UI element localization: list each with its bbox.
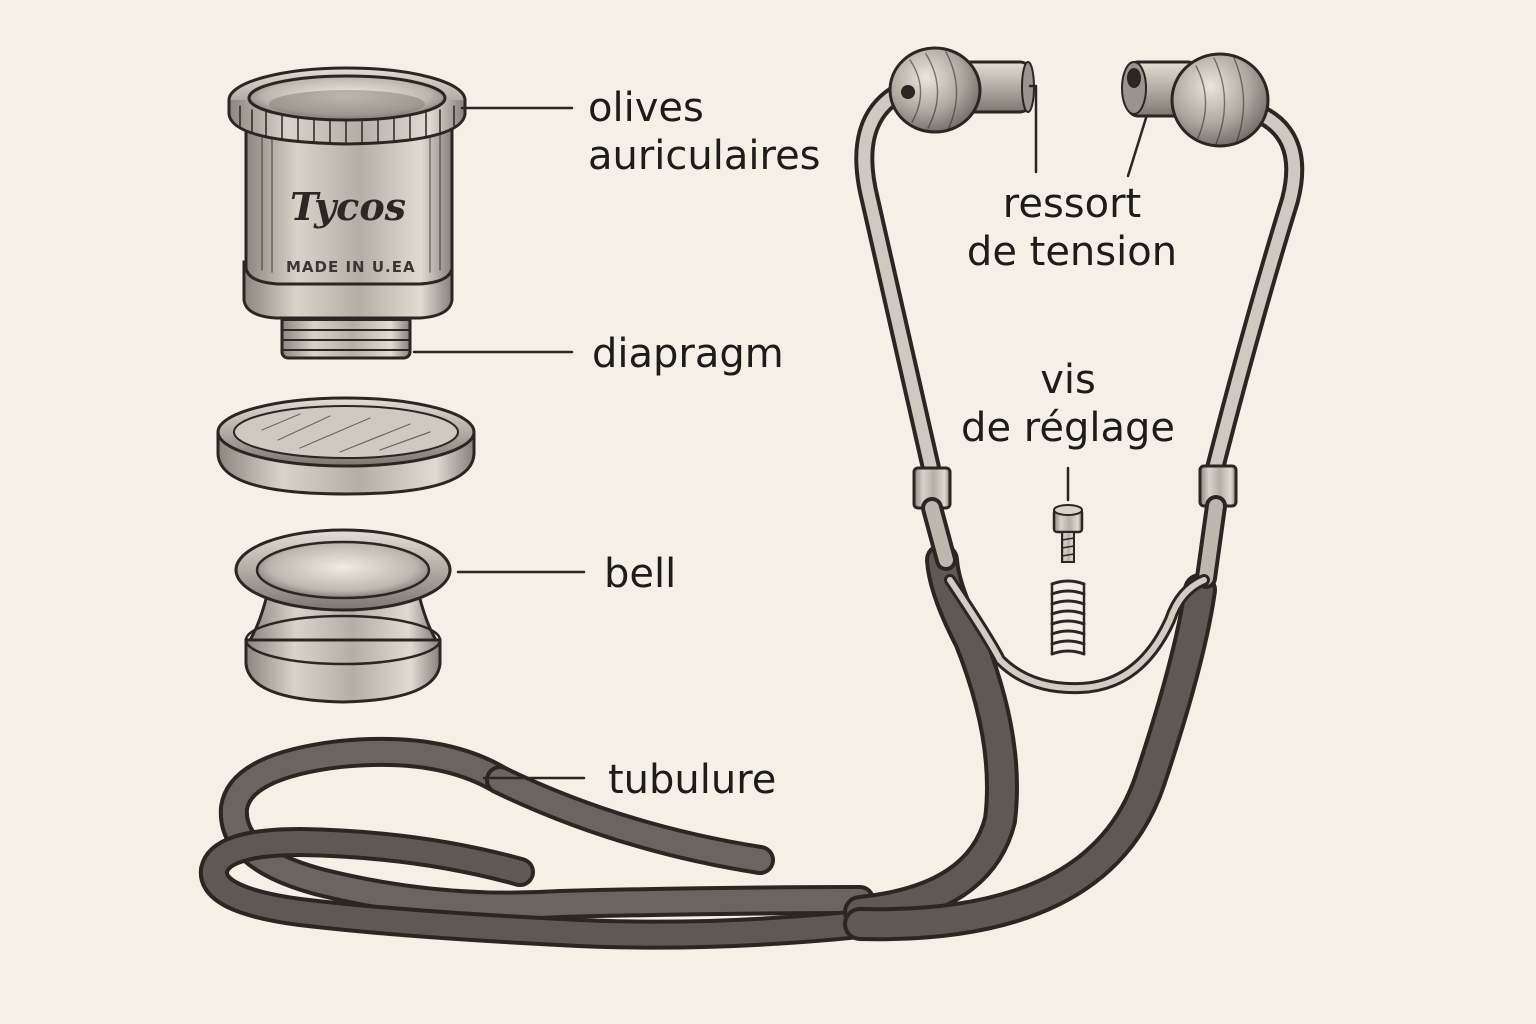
label-earpieces-line-2: auriculaires	[588, 133, 821, 179]
adjustment-screw	[1052, 504, 1084, 563]
label-spring-line-2: de tension	[966, 229, 1178, 275]
chestpiece-origin-engraving: MADE IN U.EA	[286, 258, 416, 276]
chestpiece-brand-engraving: Tycos	[290, 184, 406, 229]
label-earpieces: olives auriculaires	[588, 84, 821, 180]
label-screw-line-1: vis	[1040, 357, 1096, 403]
coiled-tubing	[198, 736, 875, 950]
label-spring: ressort de tension	[952, 180, 1192, 276]
label-earpieces-line-1: olives	[588, 85, 704, 131]
leader-spring-left	[1028, 84, 1038, 174]
leader-lines	[412, 84, 1148, 780]
label-spring-line-1: ressort	[1002, 181, 1142, 227]
binaural-headset	[843, 46, 1305, 942]
chestpiece: Tycos MADE IN U.EA	[227, 66, 467, 360]
diaphragm-disc	[216, 396, 476, 496]
label-screw-line-2: de réglage	[961, 405, 1175, 451]
label-screw: vis de réglage	[948, 356, 1188, 452]
right-earpiece	[1121, 52, 1270, 148]
label-bell: bell	[604, 551, 677, 597]
label-diaphragm: diapragm	[592, 331, 784, 377]
label-tubing: tubulure	[608, 757, 777, 803]
tension-coil-spring	[1050, 579, 1086, 656]
left-earpiece	[888, 46, 1035, 134]
bell-piece	[234, 528, 452, 704]
leader-spring-right	[1126, 116, 1148, 178]
